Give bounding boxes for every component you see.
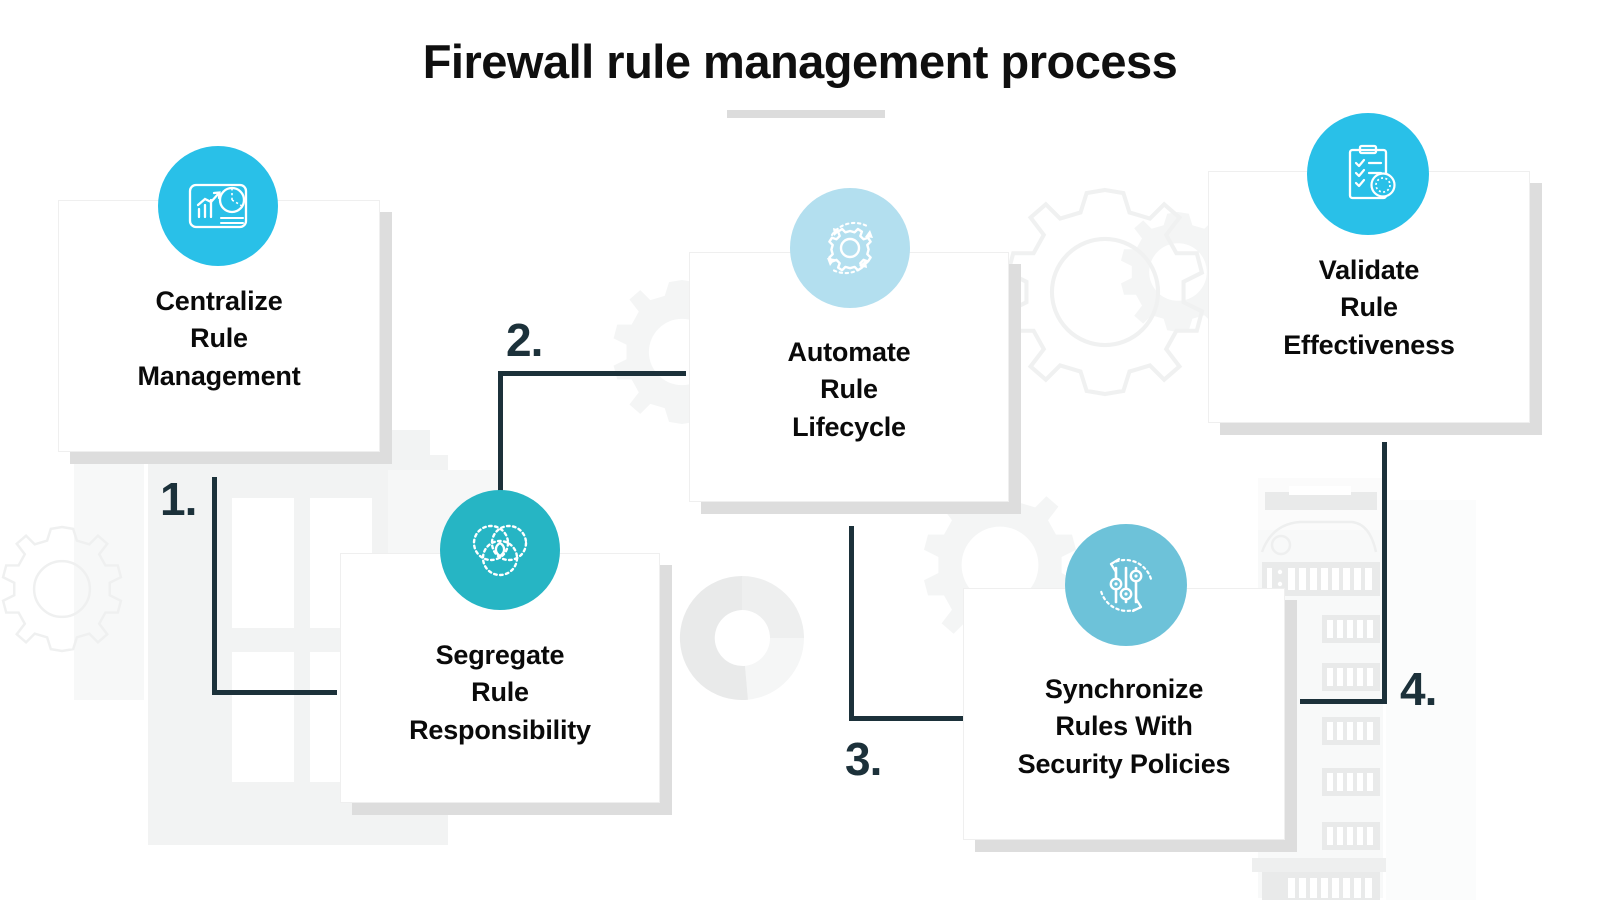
clipboard-checklist-seal-icon bbox=[1307, 113, 1429, 235]
card-title-line: Rule bbox=[1340, 292, 1398, 323]
step-number-1: 1. bbox=[160, 473, 197, 525]
page-title: Firewall rule management process bbox=[422, 35, 1178, 88]
card-title-line: Responsibility bbox=[409, 714, 591, 745]
card-title-line: Automate bbox=[787, 337, 911, 367]
venn-diagram-icon bbox=[440, 490, 560, 610]
gear-outline-left-watermark bbox=[1, 525, 123, 653]
card-title-line: Lifecycle bbox=[792, 411, 906, 442]
step-card-centralize-rule-management[interactable]: Centralize Rule Management bbox=[58, 200, 380, 452]
card-title-line: Security Policies bbox=[1017, 748, 1231, 779]
card-title-line: Segregate bbox=[435, 640, 565, 670]
sliders-sync-icon bbox=[1065, 524, 1187, 646]
step-number-3: 3. bbox=[845, 733, 882, 785]
card-title-line: Management bbox=[137, 360, 301, 391]
card-title-line: Synchronize bbox=[1044, 674, 1204, 704]
card-title-line: Rule bbox=[471, 677, 529, 708]
step-number-4: 4. bbox=[1400, 663, 1437, 715]
card-title-line: Centralize bbox=[155, 286, 283, 316]
dashboard-analytics-icon bbox=[158, 146, 278, 266]
step-number-2: 2. bbox=[506, 314, 543, 366]
card-title-line: Rule bbox=[190, 323, 248, 354]
card-title-line: Rule bbox=[820, 374, 878, 405]
card-title-line: Validate bbox=[1318, 255, 1420, 285]
gear-outline-large-center-watermark bbox=[1008, 190, 1202, 394]
donut-chart-watermark bbox=[679, 575, 804, 700]
gear-cycle-icon bbox=[790, 188, 910, 308]
card-title-line: Rules With bbox=[1055, 711, 1193, 742]
server-rack-watermark bbox=[1252, 478, 1476, 900]
title-underline bbox=[727, 110, 885, 118]
card-title-line: Effectiveness bbox=[1283, 329, 1455, 360]
